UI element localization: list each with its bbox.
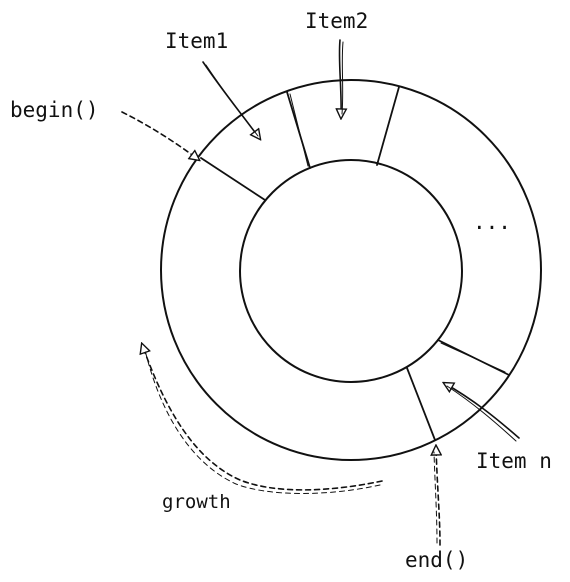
label-begin: begin() [10, 98, 99, 122]
divider-item2-next [376, 86, 400, 166]
divider-item1-item2-sketch [289, 93, 309, 167]
arrow-end-sketch [433, 451, 438, 544]
label-growth: growth [162, 491, 231, 513]
label-end: end() [405, 548, 468, 572]
divider-begin [200, 157, 266, 201]
arrow-item2-sketch [341, 41, 344, 115]
arrow-growth-sketch [144, 349, 381, 494]
arrow-item1-sketch [205, 64, 259, 137]
inner-ring [239, 159, 463, 383]
label-item-n: Item n [476, 449, 552, 473]
arrow-item-n-sketch [446, 385, 517, 442]
arrow-begin [121, 111, 199, 160]
labels: Item1 Item2 ... Item n begin() end() gro… [10, 9, 552, 572]
arrow-end [436, 446, 440, 546]
arrow-item-n [444, 383, 520, 439]
label-item2: Item2 [305, 9, 368, 33]
arrow-item2 [339, 39, 341, 118]
divider-item-n-top-sketch [440, 342, 506, 373]
divider-end [406, 367, 436, 441]
label-item1: Item1 [165, 29, 228, 53]
pointer-arrows [121, 39, 520, 546]
slot-dividers [200, 86, 510, 441]
outer-ring [160, 79, 542, 461]
arrow-growth [142, 344, 383, 491]
label-ellipsis: ... [473, 210, 511, 234]
buffer-ring [160, 79, 542, 461]
